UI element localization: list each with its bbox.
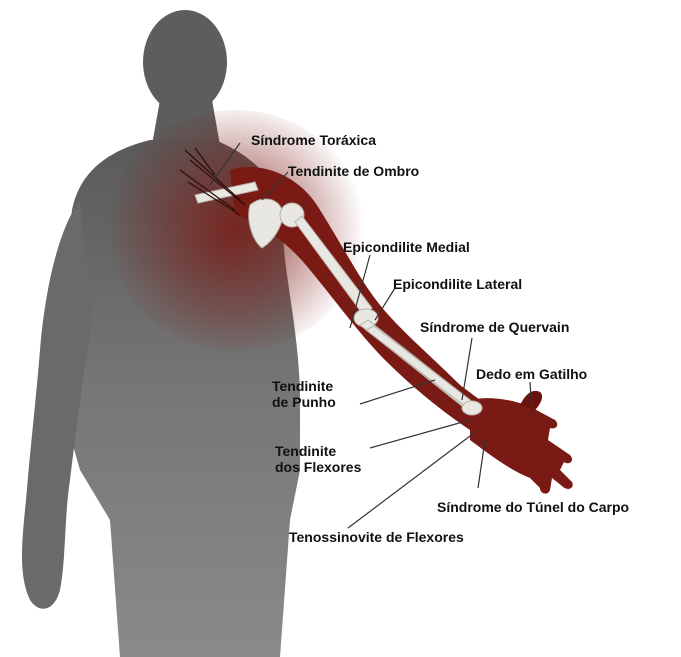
label-sindrome-tunel: Síndrome do Túnel do Carpo bbox=[437, 499, 629, 515]
leader-tendinite-flexores bbox=[370, 420, 470, 448]
label-epicondilite-lateral: Epicondilite Lateral bbox=[393, 276, 522, 292]
label-tendinite-flexores-line1: Tendinite bbox=[275, 443, 361, 459]
label-tendinite-flexores-line2: dos Flexores bbox=[275, 459, 361, 475]
label-tendinite-ombro: Tendinite de Ombro bbox=[288, 163, 419, 179]
label-tendinite-flexores: Tendinite dos Flexores bbox=[275, 443, 361, 475]
label-epicondilite-medial: Epicondilite Medial bbox=[343, 239, 470, 255]
label-sindrome-toraxica: Síndrome Toráxica bbox=[251, 132, 376, 148]
body-silhouette bbox=[22, 10, 365, 657]
label-dedo-gatilho: Dedo em Gatilho bbox=[476, 366, 587, 382]
label-sindrome-quervain: Síndrome de Quervain bbox=[420, 319, 569, 335]
label-tendinite-punho: Tendinite de Punho bbox=[272, 378, 336, 410]
label-tendinite-punho-line1: Tendinite bbox=[272, 378, 336, 394]
label-tenossinovite: Tenossinovite de Flexores bbox=[289, 529, 464, 545]
label-tendinite-punho-line2: de Punho bbox=[272, 394, 336, 410]
